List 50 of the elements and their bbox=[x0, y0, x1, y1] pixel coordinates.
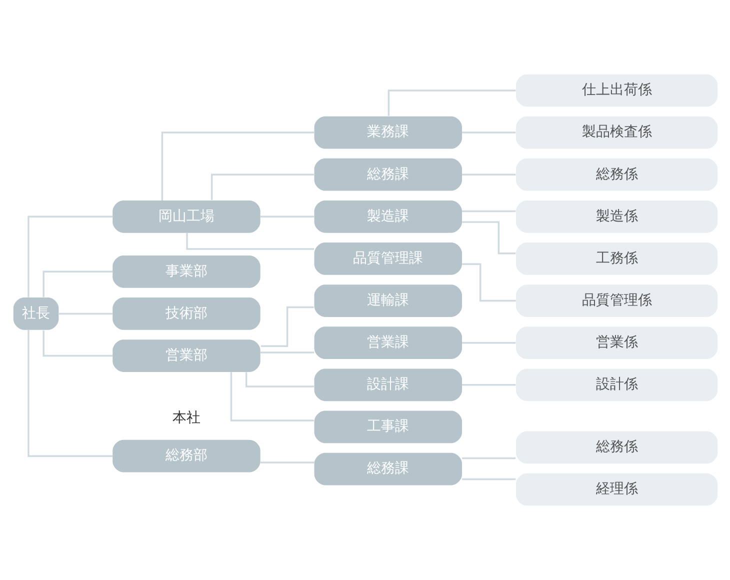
connector bbox=[462, 384, 516, 386]
connector bbox=[462, 132, 516, 134]
connector bbox=[58, 312, 112, 315]
node-box: 業務課 bbox=[314, 116, 462, 149]
connector bbox=[260, 216, 314, 218]
node-box: 製造係 bbox=[515, 200, 718, 233]
node-box: 設計課 bbox=[314, 368, 462, 402]
node-box: 岡山工場 bbox=[112, 200, 260, 233]
node-box: 総務係 bbox=[515, 431, 718, 464]
node-box: 仕上出荷係 bbox=[515, 74, 718, 107]
connector bbox=[260, 306, 314, 347]
connector bbox=[260, 462, 314, 464]
node-box: 工事課 bbox=[314, 410, 462, 444]
node-box: 経理係 bbox=[515, 473, 718, 506]
connector bbox=[186, 232, 314, 250]
connector bbox=[462, 221, 516, 254]
node-box: 総務課 bbox=[314, 452, 462, 486]
connector bbox=[462, 457, 516, 460]
node-box: 営業係 bbox=[515, 326, 718, 360]
node-box: 品質管理課 bbox=[314, 242, 462, 275]
node-box: 設計係 bbox=[515, 368, 718, 402]
node-box: 工務係 bbox=[515, 242, 718, 275]
connector bbox=[462, 263, 516, 302]
connector bbox=[230, 372, 314, 422]
node-box: 総務部 bbox=[112, 440, 260, 472]
connector bbox=[462, 342, 516, 344]
connector bbox=[260, 352, 314, 354]
node-box: 総務課 bbox=[314, 158, 462, 191]
node-box: 営業部 bbox=[112, 340, 260, 372]
connector bbox=[27, 216, 112, 298]
connector bbox=[462, 478, 516, 480]
node-box: 営業課 bbox=[314, 326, 462, 360]
connector bbox=[210, 174, 314, 200]
connector bbox=[387, 90, 516, 116]
connector bbox=[160, 132, 314, 200]
connector bbox=[27, 330, 112, 457]
connector bbox=[42, 270, 112, 298]
node-box: 製品検査係 bbox=[515, 116, 718, 149]
connector bbox=[462, 174, 516, 176]
node-box: 総務係 bbox=[515, 158, 718, 191]
node-box: 事業部 bbox=[112, 256, 260, 288]
connector bbox=[42, 330, 112, 357]
node-box: 社長 bbox=[12, 298, 58, 330]
connector bbox=[462, 210, 516, 212]
node-box: 品質管理係 bbox=[515, 284, 718, 317]
label: 本社 bbox=[172, 410, 200, 426]
node-box: 製造課 bbox=[314, 200, 462, 233]
node-box: 運輸課 bbox=[314, 284, 462, 317]
node-box: 技術部 bbox=[112, 298, 260, 330]
connector bbox=[244, 372, 314, 388]
